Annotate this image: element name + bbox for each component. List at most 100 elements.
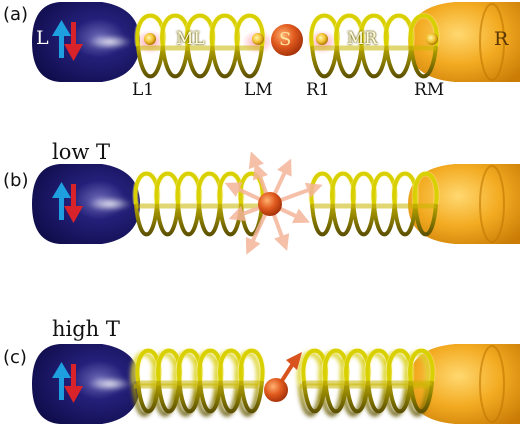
coil-back-loop — [197, 203, 222, 237]
impurity-label: S — [279, 29, 292, 50]
right-lead-body — [408, 344, 520, 424]
coil-back-loop — [359, 45, 389, 79]
coil-back-loop — [156, 380, 182, 414]
coil-back-loop — [310, 203, 335, 237]
coil-back-loop — [298, 383, 324, 417]
right-lead-rim — [479, 165, 505, 243]
coil-back-loop — [210, 45, 240, 79]
coil-back-loop — [351, 203, 376, 237]
spin-arrow-head-icon — [228, 206, 247, 222]
coil-back-loop — [239, 380, 264, 414]
coil-back-loop — [177, 380, 202, 414]
site-dot-lm — [252, 33, 264, 45]
panel-a-left-lead — [32, 2, 140, 82]
right-lead-rim — [479, 3, 505, 81]
coil-back-loop — [310, 45, 339, 79]
site-label-l1: L1 — [132, 80, 155, 100]
coil-back-loop — [302, 380, 328, 414]
spin-down-arrow-icon — [64, 386, 83, 403]
impurity-sphere — [264, 378, 288, 402]
coil-back-loop — [235, 45, 264, 79]
panel-c-letter: (c) — [3, 347, 27, 368]
molecule-right-label: MR — [347, 29, 378, 49]
coil-back-loop — [413, 203, 438, 237]
spin-arrow-head-icon — [274, 233, 290, 251]
coil-front-loop — [408, 348, 435, 382]
spin-arrow-head-icon — [304, 182, 323, 198]
spin-up-arrow-icon — [52, 20, 71, 36]
coil-back-loop — [155, 203, 180, 237]
coil-back-loop — [330, 203, 356, 237]
left-lead-body — [32, 164, 140, 244]
left-lead-highlight — [88, 35, 132, 49]
spin-arrow-head-icon — [248, 151, 264, 170]
coil-back-loop — [136, 380, 161, 414]
coil-back-loop — [160, 45, 190, 79]
impurity-sphere — [258, 192, 282, 216]
spin-down-arrow-shaft — [71, 364, 76, 388]
spin-arrow-head-icon — [224, 182, 243, 197]
coil-front-loop — [412, 171, 439, 205]
spin-down-arrow-shaft — [71, 184, 76, 208]
coil-back-strands — [310, 203, 438, 237]
spin-up-arrow-icon — [52, 362, 71, 378]
panel-a-letter: (a) — [3, 4, 29, 25]
coil-front-loop — [238, 171, 265, 205]
coil-back-loop — [334, 45, 364, 79]
coil-back-strands — [136, 380, 264, 414]
coil-back-loop — [344, 380, 370, 414]
coil-back-loop — [323, 380, 349, 414]
left-lead-label: L — [36, 27, 49, 49]
left-lead-body — [32, 344, 140, 424]
coil-back-loop — [392, 203, 418, 237]
coil-back-loop — [176, 203, 201, 237]
spin-arrow-head-icon — [245, 236, 261, 255]
coil-front-strands — [308, 12, 440, 47]
coil-back-loop — [136, 45, 165, 79]
coil-front-loop — [234, 13, 265, 47]
spin-arrow-head-icon — [277, 158, 292, 177]
right-lead-label: R — [494, 28, 509, 50]
panel-c-molecules — [130, 347, 436, 417]
coil-back-loop — [134, 203, 159, 237]
panel-b-molecules — [132, 151, 440, 255]
coil-back-loop — [218, 380, 244, 414]
coil-front-strands — [134, 347, 266, 382]
panel-b-letter: (b) — [3, 170, 29, 191]
spin-up-arrow-icon — [52, 182, 71, 198]
coil-front-loop — [408, 13, 439, 47]
spin-down-arrow-shaft — [71, 22, 76, 46]
impurity-spin-arrow-icon — [286, 352, 302, 370]
spin-up-arrow-shaft — [59, 376, 64, 400]
site-dot-l1 — [144, 33, 156, 45]
coil-back-loop — [409, 45, 438, 79]
diagram-layers — [32, 2, 520, 424]
coil-back-loop — [132, 383, 157, 417]
site-dot-rm — [426, 33, 438, 45]
spin-down-arrow-icon — [64, 44, 83, 61]
coil-back-loop — [408, 380, 434, 414]
high-temperature-label: high T — [52, 317, 120, 341]
coil-back-loop — [384, 45, 414, 79]
coil-back-loop — [185, 45, 215, 79]
impurity-sphere — [271, 24, 303, 56]
panel-c-right-lead — [408, 344, 520, 424]
site-label-r1: R1 — [306, 80, 330, 100]
coil-front-strands — [308, 170, 440, 205]
spin-down-arrow-icon — [64, 206, 83, 223]
panel-a-molecules — [134, 12, 440, 79]
site-label-lm: LM — [244, 80, 273, 100]
coil-back-loop — [372, 203, 397, 237]
site-label-rm: RM — [414, 80, 445, 100]
molecule-left-label: ML — [176, 29, 205, 49]
coil-back-strands — [310, 45, 438, 79]
fluctuating-spin-arrows — [224, 151, 323, 255]
left-lead-highlight — [88, 377, 132, 391]
panel-b-left-lead — [32, 164, 140, 244]
spin-up-arrow-shaft — [59, 196, 64, 220]
coil-front-strands — [300, 347, 436, 382]
panel-a-right-lead — [408, 2, 520, 82]
left-lead-highlight — [88, 197, 132, 211]
